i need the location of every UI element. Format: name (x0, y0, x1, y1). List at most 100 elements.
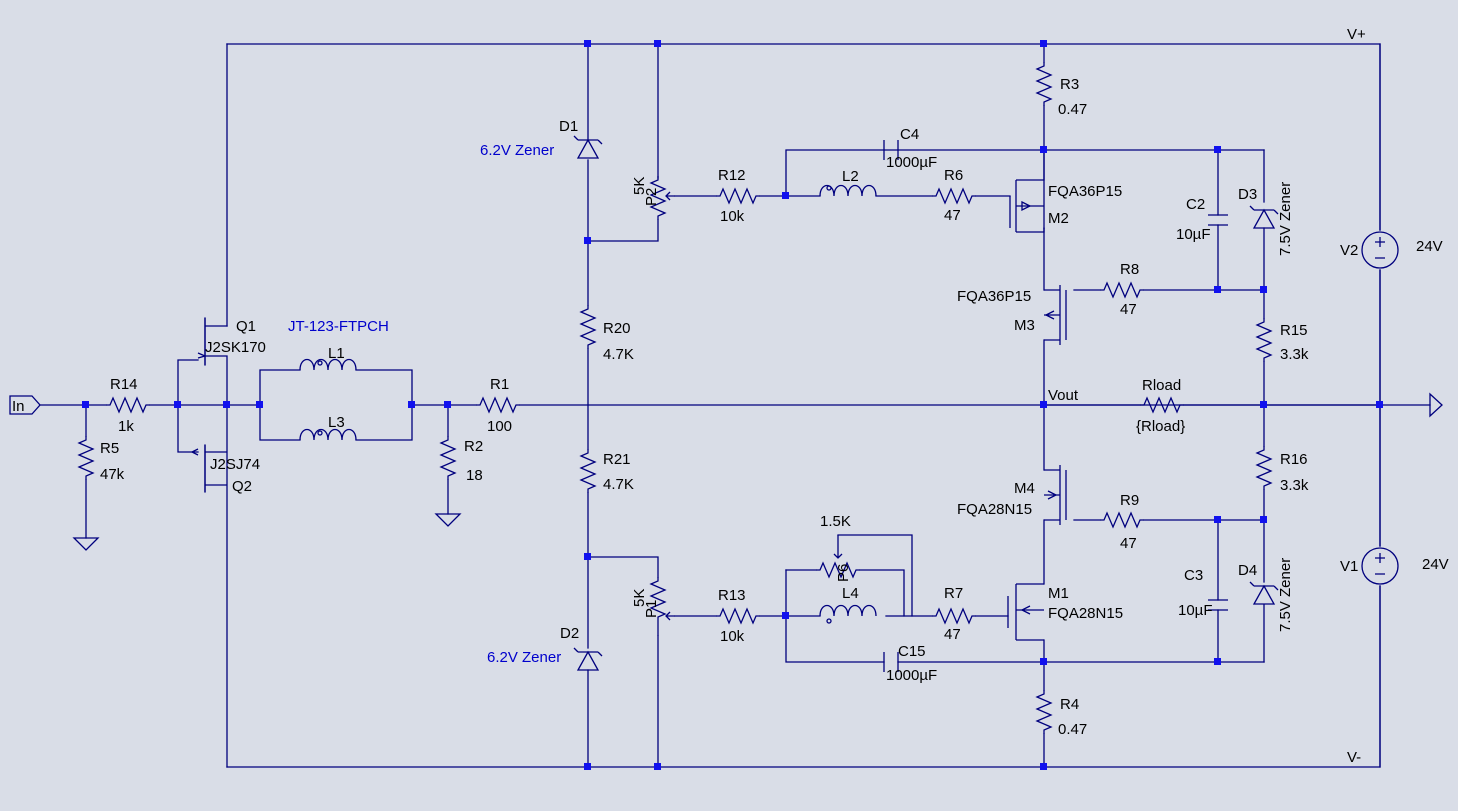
label-r3: R3 (1060, 76, 1079, 93)
label-p6: P6 (835, 564, 852, 582)
label-r14-val: 1k (118, 418, 134, 435)
label-r15: R15 (1280, 322, 1308, 339)
inductor-l3[interactable] (299, 428, 357, 441)
resistor-r1[interactable] (475, 397, 521, 413)
capacitor-c3[interactable] (1208, 599, 1228, 611)
label-r2: R2 (464, 438, 483, 455)
label-p1: P1 (643, 600, 660, 618)
label-v1: V1 (1340, 558, 1358, 575)
label-in: In (12, 398, 25, 415)
label-q1: Q1 (236, 318, 256, 335)
label-r12-val: 10k (720, 208, 745, 225)
output-terminal (1429, 392, 1443, 418)
zener-d3[interactable] (1249, 205, 1279, 229)
label-r8-val: 47 (1120, 301, 1137, 318)
label-m1-part: FQA28N15 (1048, 605, 1123, 622)
resistor-r14[interactable] (105, 397, 151, 413)
label-r6-val: 47 (944, 207, 961, 224)
label-c3: C3 (1184, 567, 1203, 584)
resistor-r12[interactable] (715, 188, 761, 204)
label-r20: R20 (603, 320, 631, 337)
zener-d4[interactable] (1249, 581, 1279, 605)
label-p2-val: 5K (631, 177, 648, 195)
label-rload-val: {Rload} (1136, 418, 1185, 435)
mosfet-m3[interactable] (1044, 285, 1067, 345)
label-q2: Q2 (232, 478, 252, 495)
label-r6: R6 (944, 167, 963, 184)
label-r4-val: 0.47 (1058, 721, 1087, 738)
resistor-r5[interactable] (78, 435, 94, 481)
label-q1-part: J2SK170 (205, 339, 266, 356)
label-vminus: V- (1347, 749, 1361, 766)
zener-d1[interactable] (573, 135, 603, 159)
label-r3-val: 0.47 (1058, 101, 1087, 118)
jfet-q1[interactable] (197, 318, 207, 365)
label-r13: R13 (718, 587, 746, 604)
label-m3: M3 (1014, 317, 1035, 334)
label-l4: L4 (842, 585, 859, 602)
resistor-r2[interactable] (440, 435, 456, 481)
mosfet-m1[interactable] (1007, 583, 1044, 641)
label-p2: P2 (643, 188, 660, 206)
resistor-r7[interactable] (931, 608, 977, 624)
label-r13-val: 10k (720, 628, 745, 645)
label-c2: C2 (1186, 196, 1205, 213)
resistor-r21[interactable] (580, 448, 596, 494)
jfet-q2[interactable] (190, 445, 206, 492)
capacitor-c15[interactable] (883, 652, 899, 672)
label-d4-val: 7.5V Zener (1277, 558, 1294, 632)
mosfet-m4[interactable] (1044, 465, 1067, 525)
label-r7: R7 (944, 585, 963, 602)
label-v2: V2 (1340, 242, 1358, 259)
label-r5-val: 47k (100, 466, 125, 483)
labels: V+ V- Vout In Q1 J2SK170 J2SJ74 Q2 JT-12… (12, 26, 1449, 766)
label-c3-val: 10µF (1178, 602, 1213, 619)
label-d3-val: 7.5V Zener (1277, 182, 1294, 256)
zener-d2[interactable] (573, 647, 603, 671)
inductor-l4[interactable] (819, 604, 877, 617)
label-r1: R1 (490, 376, 509, 393)
label-m1: M1 (1048, 585, 1069, 602)
resistor-r3[interactable] (1036, 61, 1052, 107)
voltage-source-v1[interactable] (1361, 547, 1399, 585)
label-d2-val: 6.2V Zener (487, 649, 561, 666)
resistor-r13[interactable] (715, 608, 761, 624)
potentiometer-p1[interactable] (649, 577, 675, 636)
label-p6-val: 1.5K (820, 513, 851, 530)
resistor-r9[interactable] (1099, 512, 1145, 528)
label-r8: R8 (1120, 261, 1139, 278)
label-m3-part: FQA36P15 (957, 288, 1031, 305)
inductor-l2[interactable] (819, 184, 877, 197)
resistor-r6[interactable] (931, 188, 977, 204)
label-r7-val: 47 (944, 626, 961, 643)
label-d4: D4 (1238, 562, 1257, 579)
label-r2-val: 18 (466, 467, 483, 484)
label-r14: R14 (110, 376, 138, 393)
mosfet-m2[interactable] (1009, 150, 1045, 233)
label-r1-val: 100 (487, 418, 512, 435)
voltage-source-v2[interactable] (1361, 231, 1399, 269)
label-r9-val: 47 (1120, 535, 1137, 552)
label-c2-val: 10µF (1176, 226, 1211, 243)
label-l2: L2 (842, 168, 859, 185)
label-r5: R5 (100, 440, 119, 457)
capacitor-c2[interactable] (1208, 214, 1228, 226)
resistor-r16[interactable] (1256, 445, 1272, 491)
label-r16-val: 3.3k (1280, 477, 1309, 494)
resistor-r15[interactable] (1256, 317, 1272, 363)
label-m2: M2 (1048, 210, 1069, 227)
potentiometer-p6[interactable] (816, 535, 860, 579)
resistor-r8[interactable] (1099, 282, 1145, 298)
label-p1-val: 5K (631, 589, 648, 607)
label-m2-part: FQA36P15 (1048, 183, 1122, 200)
potentiometer-p2[interactable] (649, 176, 675, 220)
resistor-r20[interactable] (580, 304, 596, 350)
label-c4-val: 1000µF (886, 154, 937, 171)
resistor-r4[interactable] (1036, 689, 1052, 735)
capacitor-c4[interactable] (883, 140, 899, 160)
label-r9: R9 (1120, 492, 1139, 509)
junctions (82, 40, 1383, 770)
input-port[interactable] (9, 395, 41, 415)
label-r21-val: 4.7K (603, 476, 634, 493)
